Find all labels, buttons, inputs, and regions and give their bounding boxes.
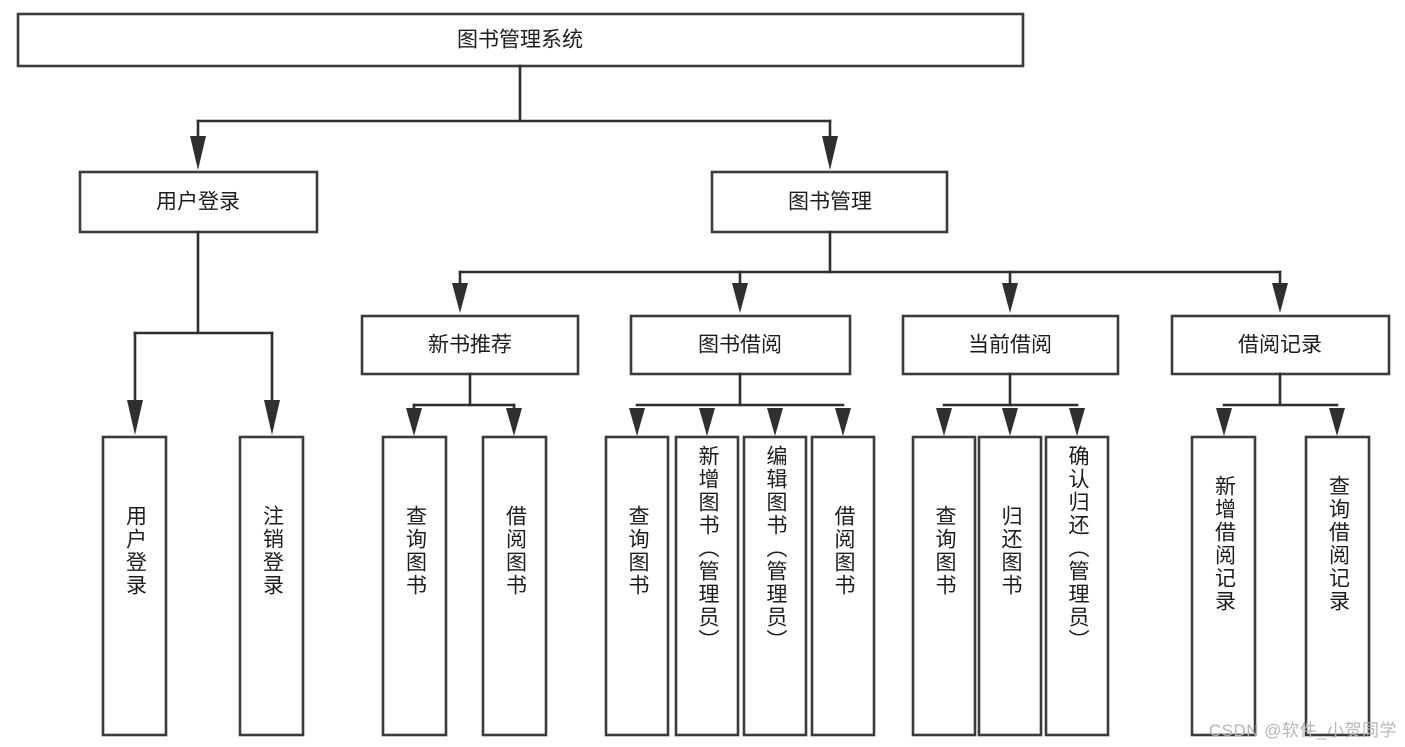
node-leaf-query-book-2-box[interactable] [604, 435, 670, 737]
node-book-manage[interactable]: 图书管理 [710, 170, 949, 234]
node-leaf-user-login-box[interactable] [101, 435, 168, 737]
node-leaf-edit-book-box[interactable] [742, 435, 808, 737]
connector-new-book-to-leaves [406, 372, 522, 436]
connector-book-manage-to-level2 [452, 230, 1288, 313]
node-borrow-record[interactable]: 借阅记录 [1170, 314, 1391, 376]
node-current-borrow-box[interactable] [901, 314, 1120, 376]
arrowhead-leaf-borrow-book-2 [835, 408, 851, 436]
node-book-borrow-box[interactable] [629, 314, 852, 376]
arrowhead-new-book-recommend [452, 283, 468, 313]
connector-borrow-record-to-leaves [1216, 372, 1345, 436]
arrowhead-book-manage [822, 136, 838, 170]
arrowhead-current-borrow [1002, 283, 1018, 313]
connector-user-login-to-leaves [127, 230, 280, 435]
node-leaf-query-book-3-box[interactable] [911, 435, 977, 737]
arrowhead-leaf-query-record [1329, 408, 1345, 436]
arrowhead-leaf-query-book-1 [406, 408, 422, 436]
arrowhead-borrow-record [1272, 283, 1288, 313]
arrowhead-leaf-user-login [127, 400, 143, 435]
node-book-manage-box[interactable] [710, 170, 949, 234]
arrowhead-leaf-edit-book [767, 408, 783, 436]
node-leaf-logout-box[interactable] [238, 435, 305, 737]
node-leaf-return-book-box[interactable] [977, 435, 1043, 737]
node-leaf-query-book-1-box[interactable] [381, 435, 448, 737]
arrowhead-leaf-logout [264, 400, 280, 435]
node-root-label: 图书管理系统 [457, 29, 583, 52]
arrowhead-user-login [190, 136, 206, 170]
arrowhead-leaf-borrow-book-1 [506, 408, 522, 436]
arrowhead-leaf-query-book-3 [936, 408, 952, 436]
node-user-login[interactable]: 用户登录 [78, 170, 319, 234]
arrowhead-book-borrow [732, 283, 748, 313]
node-leaf-add-book-box[interactable] [674, 435, 740, 737]
node-root[interactable]: 图书管理系统 [16, 12, 1025, 68]
arrowhead-leaf-query-book-2 [629, 408, 645, 436]
node-book-manage-label: 图书管理 [788, 191, 872, 214]
arrowhead-leaf-add-record [1216, 408, 1232, 436]
node-borrow-record-box[interactable] [1170, 314, 1391, 376]
node-leaf-confirm-return-box[interactable] [1044, 435, 1110, 737]
node-user-login-label: 用户登录 [156, 191, 240, 214]
arrowhead-leaf-confirm-return [1069, 408, 1085, 436]
node-leaf-query-record-box[interactable] [1304, 435, 1371, 737]
node-borrow-record-label: 借阅记录 [1238, 334, 1322, 357]
node-leaf-add-record-box[interactable] [1190, 435, 1257, 737]
node-book-borrow[interactable]: 图书借阅 [629, 314, 852, 376]
node-new-book-recommend-label: 新书推荐 [428, 334, 512, 357]
connector-root-to-level1 [190, 64, 838, 170]
node-new-book-recommend-box[interactable] [360, 314, 580, 376]
node-root-box[interactable] [16, 12, 1025, 68]
node-current-borrow-label: 当前借阅 [968, 334, 1052, 357]
node-new-book-recommend[interactable]: 新书推荐 [360, 314, 580, 376]
connector-current-borrow-to-leaves [936, 372, 1085, 436]
node-current-borrow[interactable]: 当前借阅 [901, 314, 1120, 376]
node-leaf-borrow-book-2-box[interactable] [810, 435, 876, 737]
arrowhead-leaf-return-book [1002, 408, 1018, 436]
connector-book-borrow-to-leaves [629, 372, 851, 436]
node-book-borrow-label: 图书借阅 [698, 334, 782, 357]
node-leaf-borrow-book-1-box[interactable] [481, 435, 548, 737]
watermark-text: CSDN @软件_小贺同学 [1208, 721, 1397, 740]
arrowhead-leaf-add-book [699, 408, 715, 436]
